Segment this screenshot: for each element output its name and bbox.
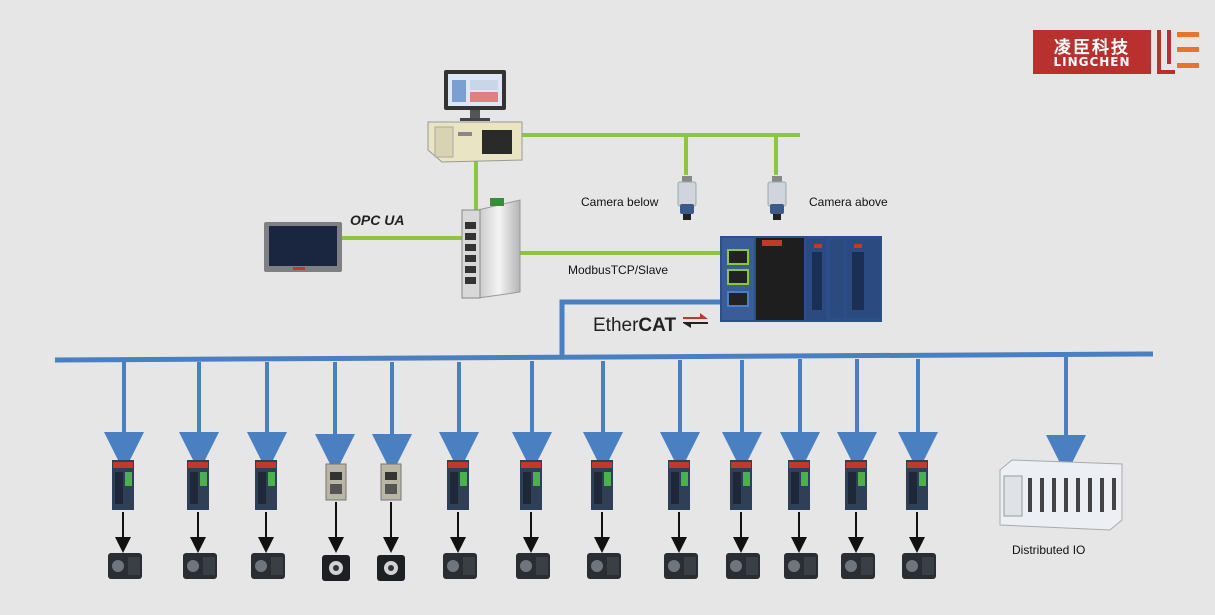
lingchen-logo: 凌臣科技 LINGCHEN [1033,30,1201,74]
servo-motor [587,553,621,579]
stepper-motor [377,555,405,581]
servo-motor [902,553,936,579]
motion-controller [720,236,882,322]
distributed-io-label: Distributed IO [1012,543,1086,557]
modbus-label: ModbusTCP/Slave [568,263,669,277]
ethernet-lines [340,133,800,255]
servo-motor [443,553,477,579]
logo-chinese-text: 凌臣科技 [1054,38,1130,58]
servo-drive [255,460,277,510]
servo-motor [516,553,550,579]
servo-motor [784,553,818,579]
servo-drive [520,460,542,510]
servo-drive [591,460,613,510]
servo-motor [183,553,217,579]
industrial-pc [427,70,523,163]
ethercat-bus [54,299,1154,363]
servo-motor [108,553,142,579]
camera-above [767,176,787,220]
opc-ua-label: OPC UA [350,212,405,228]
bus-drops [104,357,1086,475]
servo-drive [730,460,752,510]
servo-motor [664,553,698,579]
servo-drive [112,460,134,510]
servo-motor [841,553,875,579]
motor-links [115,502,925,553]
logo-red-box: 凌臣科技 LINGCHEN [1033,30,1151,74]
stepper-motor [322,555,350,581]
servo-motor [726,553,760,579]
stepper-controller [325,463,347,501]
camera-below-label: Camera below [581,195,659,209]
stepper-controllers [325,463,402,501]
servo-drive [845,460,867,510]
ethercat-suffix: CAT [638,315,677,336]
servo-motor [251,553,285,579]
servo-drive [187,460,209,510]
servo-drives [112,460,928,510]
ethercat-arrows-icon [683,313,708,328]
distributed-io-rack [999,459,1123,531]
hmi-panel [264,222,342,272]
servo-drive [447,460,469,510]
servo-drive [906,460,928,510]
servo-drive [668,460,690,510]
camera-above-label: Camera above [809,195,888,209]
logo-english-text: LINGCHEN [1053,55,1131,69]
logo-le-mark-icon [1157,30,1199,74]
ethercat-prefix: Ether [593,315,639,336]
motors [108,553,936,581]
ethernet-switch [461,198,521,299]
stepper-controller [380,463,402,501]
ethercat-logo: EtherCAT [593,315,676,337]
camera-below [677,176,697,220]
servo-drive [788,460,810,510]
